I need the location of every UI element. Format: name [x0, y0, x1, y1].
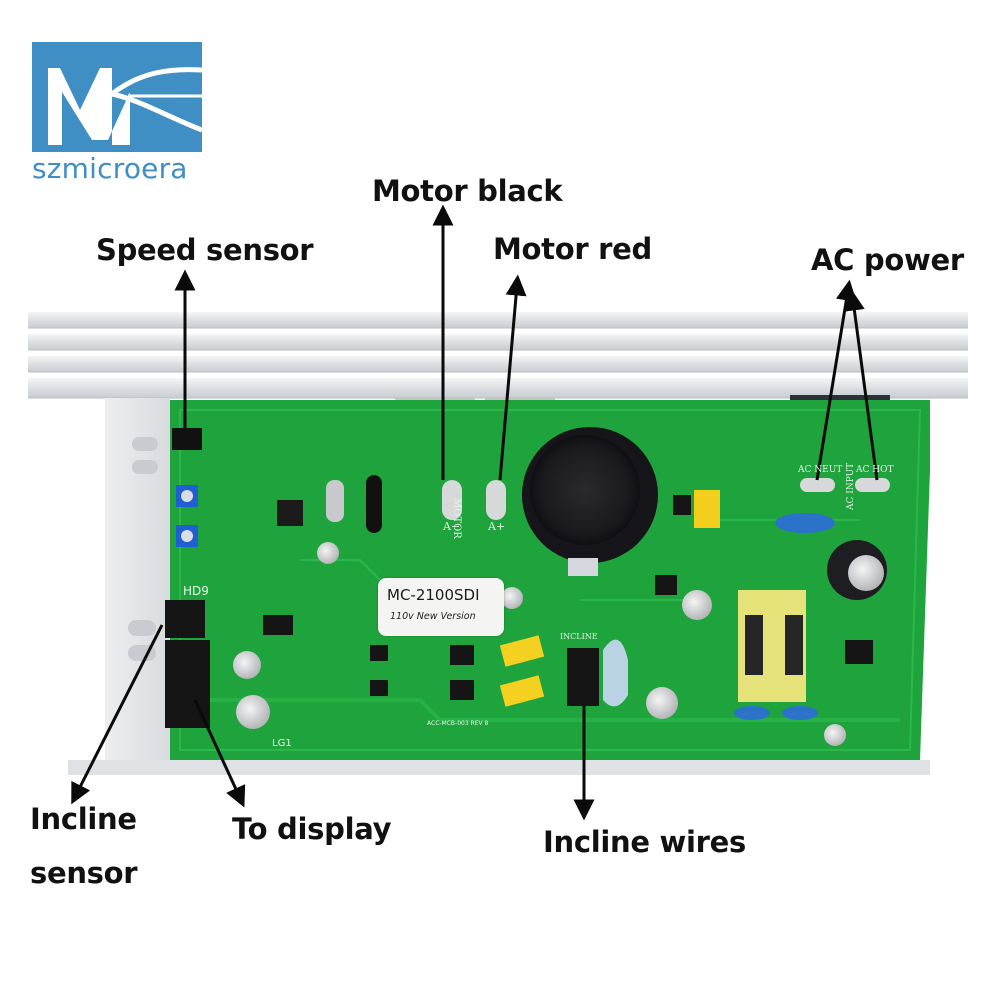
callout-incline-sensor-line1: Incline — [30, 802, 137, 836]
arrow-ac-neut — [815, 279, 857, 481]
arrow-motor-red — [498, 274, 527, 481]
silk-ac-neut: AC NEUT — [798, 465, 843, 475]
callout-motor-black: Motor black — [372, 174, 563, 208]
callout-incline-wires: Incline wires — [543, 825, 746, 859]
silk-board-id: ACC-MCB-003 REV 8 — [427, 720, 489, 727]
model-label: MC-2100SDI 110v New Version — [378, 578, 504, 636]
arrow-to-display — [193, 699, 246, 808]
silk-hd9: HD9 — [183, 584, 209, 598]
callout-arrows — [71, 204, 879, 821]
silk-motor-neg: A− — [443, 520, 461, 533]
model-number: MC-2100SDI — [387, 586, 480, 604]
silk-incline: INCLINE — [560, 632, 598, 641]
callout-ac-power: AC power — [811, 243, 964, 277]
silk-ac-input: AC INPUT — [846, 462, 856, 510]
arrow-incline-sensor — [71, 624, 164, 805]
silk-lg1: LG1 — [272, 738, 292, 749]
callout-motor-red: Motor red — [493, 232, 652, 266]
callout-speed-sensor: Speed sensor — [96, 233, 314, 267]
callout-to-display: To display — [232, 812, 392, 846]
pcb-board — [165, 400, 930, 760]
silk-motor-pos: A+ — [488, 520, 506, 533]
logo-mark — [32, 42, 203, 152]
callout-incline-sensor-line2: sensor — [30, 856, 138, 890]
model-version: 110v New Version — [390, 611, 476, 622]
silk-ac-hot: AC HOT — [856, 465, 894, 475]
brand-name: szmicroera — [32, 152, 188, 185]
arrow-ac-hot — [843, 289, 879, 481]
